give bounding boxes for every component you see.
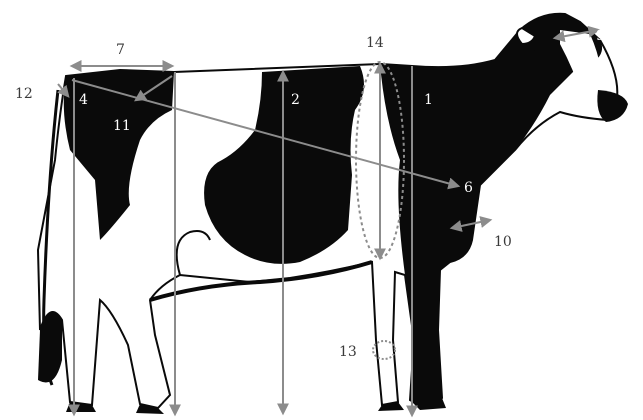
hoof-front-right xyxy=(410,398,446,410)
label-4: 4 xyxy=(79,92,88,108)
label-9: 9 xyxy=(596,28,605,44)
label-3: 3 xyxy=(184,92,193,108)
label-13: 13 xyxy=(339,344,357,360)
label-5: 5 xyxy=(367,137,376,153)
cow-illustration xyxy=(38,14,628,414)
label-10: 10 xyxy=(494,234,512,250)
label-1: 1 xyxy=(424,92,433,108)
label-12: 12 xyxy=(15,86,33,102)
label-2: 2 xyxy=(291,92,300,108)
label-6: 6 xyxy=(464,180,473,196)
label-14: 14 xyxy=(366,35,384,51)
label-7: 7 xyxy=(116,42,125,58)
label-11: 11 xyxy=(113,118,131,134)
muzzle xyxy=(597,90,628,122)
